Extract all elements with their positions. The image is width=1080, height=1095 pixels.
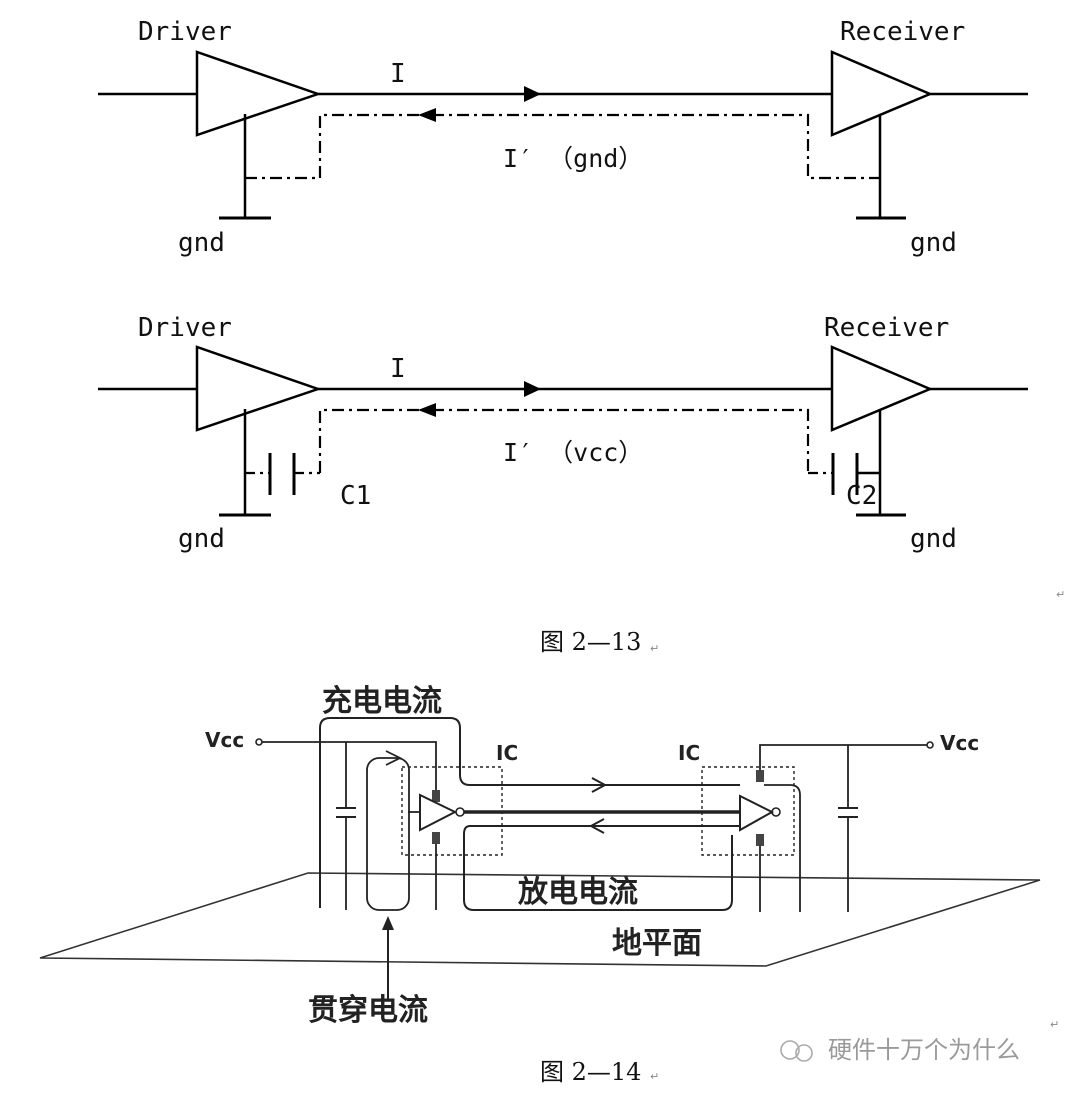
paragraph-mark-icon: ↵ [650, 642, 659, 655]
nmos-transistor-icon [756, 834, 764, 846]
vcc-left-label: Vcc [205, 728, 244, 752]
signal-arrow-icon [524, 86, 541, 102]
right-ic-label: IC [678, 741, 700, 765]
signal-arrow-icon [524, 381, 541, 397]
shoot-through-path [366, 757, 410, 911]
charge-current-path [319, 717, 740, 908]
vcc-right-label: Vcc [940, 731, 979, 755]
diagram-ic-currents: 充电电流 Vcc 贯穿电流 IC 放电电流 IC [39, 684, 1041, 1028]
driver-buffer-icon [195, 50, 322, 137]
right-inverter-icon [739, 794, 775, 832]
watermark-text: 硬件十万个为什么 [828, 1036, 1020, 1064]
charge-arrow-icon [591, 777, 608, 793]
return-current-label: I′ （gnd） [503, 144, 643, 173]
paragraph-mark-icon: ↵ [1056, 588, 1065, 601]
diagram-vcc-return: Driver Receiver I I′ （vcc） C1 gnd C2 gnd [98, 313, 1028, 554]
pmos-transistor-icon [432, 790, 440, 802]
shoot-through-arrow-icon [385, 750, 403, 766]
ground-plane-label: 地平面 [612, 926, 702, 961]
wechat-icon [780, 1040, 800, 1060]
paragraph-mark-icon: ↵ [650, 1070, 659, 1083]
gnd-right-label: gnd [910, 228, 957, 258]
figure-caption-2-13: 图 2—13 [540, 628, 641, 656]
receiver-label: Receiver [840, 17, 965, 47]
current-label: I [390, 354, 406, 384]
return-current-label: I′ （vcc） [503, 438, 643, 467]
vcc-terminal-icon [255, 738, 263, 746]
return-arrow-icon [418, 108, 436, 122]
inverter-bubble-icon [771, 807, 781, 817]
gnd-left-label: gnd [178, 524, 225, 554]
return-path [318, 408, 810, 473]
discharge-current-path [463, 825, 742, 911]
c2-label: C2 [846, 481, 877, 511]
gnd-left-label: gnd [178, 228, 225, 258]
vcc-left-wire [262, 741, 437, 790]
vcc-terminal-icon [926, 741, 934, 749]
pmos-transistor-icon [756, 770, 764, 782]
left-ic-label: IC [496, 741, 518, 765]
paragraph-mark-icon: ↵ [1050, 1018, 1059, 1031]
return-arrow-icon [418, 403, 436, 417]
vcc-right-wire [759, 744, 927, 770]
inverter-bubble-icon [455, 807, 465, 817]
driver-label: Driver [138, 313, 232, 343]
return-path [245, 113, 880, 180]
current-label: I [390, 59, 406, 89]
wechat-icon [795, 1044, 813, 1062]
gnd-right-label: gnd [910, 524, 957, 554]
driver-buffer-icon [195, 345, 322, 432]
charge-current-label: 充电电流 [322, 684, 442, 719]
shoot-through-label: 贯穿电流 [308, 993, 428, 1028]
pointer-arrow-icon [382, 916, 394, 930]
nmos-transistor-icon [432, 832, 440, 844]
c1-label: C1 [340, 481, 371, 511]
figure-caption-2-14: 图 2—14 [540, 1058, 641, 1086]
ground-plane [39, 872, 1041, 967]
receiver-label: Receiver [824, 313, 949, 343]
right-ic-loop-lead [764, 784, 801, 912]
discharge-arrow-icon [588, 818, 605, 834]
driver-label: Driver [138, 17, 232, 47]
watermark: 硬件十万个为什么 [780, 1036, 1020, 1064]
diagram-gnd-return: Driver Receiver I I′ （gnd） gnd gnd [98, 17, 1028, 258]
discharge-current-label: 放电电流 [517, 875, 638, 910]
